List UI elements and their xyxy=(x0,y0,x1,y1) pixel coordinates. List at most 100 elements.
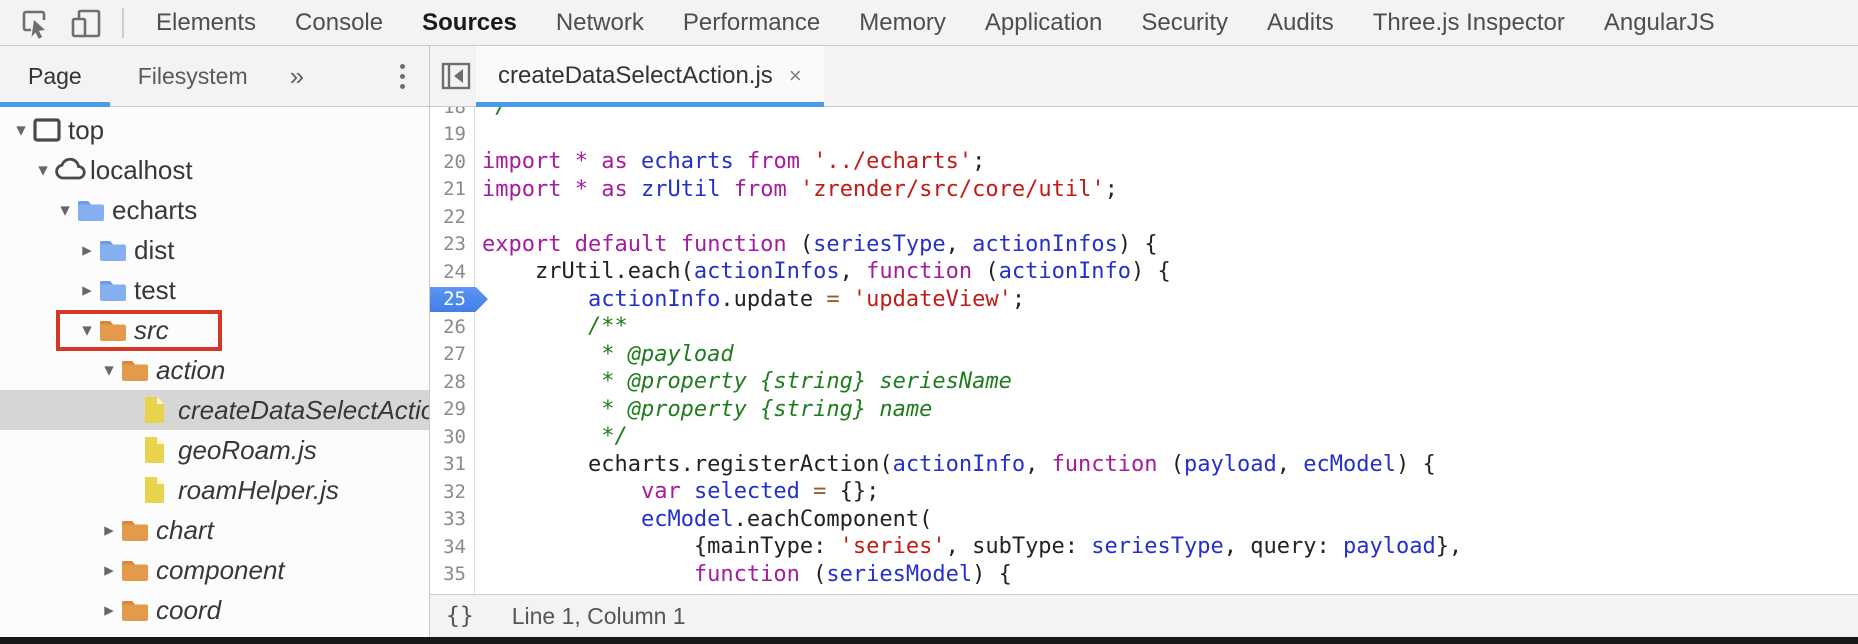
line-number[interactable]: 22 xyxy=(443,205,466,228)
code-line-23: 23 export default function (seriesType, a… xyxy=(430,231,1858,259)
tab-angularjs[interactable]: AngularJS xyxy=(1603,8,1715,36)
tree-item-component[interactable]: ▸component xyxy=(0,550,429,590)
line-number[interactable]: 33 xyxy=(443,508,466,531)
line-number[interactable]: 24 xyxy=(443,260,466,283)
more-options-icon[interactable] xyxy=(400,63,405,89)
code-lines: 18*/ 19 20 import * as echarts from '../ech… xyxy=(430,107,1858,588)
tree-item-createdataselectaction-js[interactable]: createDataSelectAction.js xyxy=(0,390,429,430)
tree-item-label: echarts xyxy=(112,194,198,225)
disclosure-triangle-icon[interactable]: ▸ xyxy=(82,239,92,261)
line-number[interactable]: 29 xyxy=(443,398,466,421)
tree-item-coord[interactable]: ▸ coord xyxy=(0,590,429,630)
tree-item-action[interactable]: ▾action xyxy=(0,350,429,390)
code-text: var selected = {}; xyxy=(640,479,880,504)
disclosure-triangle-icon[interactable]: ▾ xyxy=(82,319,92,341)
sidebar-tabs: Page Filesystem xyxy=(0,46,276,107)
tab-network[interactable]: Network xyxy=(555,8,644,36)
code-text: import * as echarts from '../echarts'; xyxy=(482,149,986,174)
main-toolbar: Elements Console Sources Network Performance… xyxy=(0,0,1858,46)
disclosure-triangle-icon[interactable]: ▸ xyxy=(82,279,92,301)
tab-memory[interactable]: Memory xyxy=(859,8,946,36)
line-number[interactable]: 35 xyxy=(443,563,466,586)
pretty-print-button[interactable]: {} xyxy=(446,603,474,629)
file-tree: ▾top▾localhost▾echarts▸dist▸test▾src▾act… xyxy=(0,107,429,637)
tree-item-chart[interactable]: ▸chart xyxy=(0,510,429,550)
code-line-19: 19 xyxy=(430,121,1858,149)
line-number[interactable]: 28 xyxy=(443,370,466,393)
folder-orange xyxy=(120,357,154,383)
tab-three-js-inspector[interactable]: Three.js Inspector xyxy=(1372,8,1565,36)
tree-item-label: geoRoam.js xyxy=(178,434,317,465)
line-number[interactable]: 31 xyxy=(443,453,466,476)
main-tabs: Elements Console Sources Network Performance… xyxy=(156,0,1715,45)
tree-item-echarts[interactable]: ▾ echarts xyxy=(0,190,429,230)
line-number[interactable]: 19 xyxy=(443,123,466,146)
code-line-35: 35 function (seriesModel) { xyxy=(430,561,1858,589)
hide-navigator-icon[interactable] xyxy=(438,58,474,94)
code-line-25: 25 actionInfo.update = 'updateView'; xyxy=(430,286,1858,314)
line-number[interactable]: 27 xyxy=(443,343,466,366)
folder-orange xyxy=(120,557,154,583)
sidebar-tab-filesystem[interactable]: Filesystem xyxy=(137,62,248,89)
tree-item-test[interactable]: ▸ test xyxy=(0,270,429,310)
line-number[interactable]: 20 xyxy=(443,150,466,173)
breakpoint-marker-icon[interactable] xyxy=(430,286,488,312)
tab-overflow-chevron-icon[interactable]: » xyxy=(289,60,305,91)
code-text: import * as zrUtil from 'zrender/src/cor… xyxy=(482,176,1118,202)
close-tab-icon[interactable]: × xyxy=(788,63,802,88)
disclosure-triangle-icon[interactable]: ▾ xyxy=(60,199,70,221)
toolbar-icons xyxy=(0,6,104,40)
code-text: actionInfo.update = 'updateView'; xyxy=(587,286,1026,312)
code-line-24: 24 zrUtil.each(actionInfos, function (ac… xyxy=(430,258,1858,286)
line-number[interactable]: 23 xyxy=(443,233,466,256)
tab-elements[interactable]: Elements xyxy=(156,8,257,36)
tree-item-label: src xyxy=(134,314,169,345)
tree-item-roamhelper-js[interactable]: roamHelper.js xyxy=(0,470,429,510)
line-number[interactable]: 32 xyxy=(443,480,466,503)
line-number[interactable]: 26 xyxy=(443,315,466,338)
tab-security[interactable]: Security xyxy=(1141,8,1229,36)
frame-icon xyxy=(32,117,66,143)
code-line-22: 22 xyxy=(430,203,1858,231)
code-text: zrUtil.each(actionInfos, function (actio… xyxy=(482,259,1171,284)
disclosure-triangle-icon[interactable]: ▾ xyxy=(104,359,114,381)
tab-performance[interactable]: Performance xyxy=(682,8,821,36)
tab-audits[interactable]: Audits xyxy=(1267,8,1334,36)
disclosure-triangle-icon[interactable]: ▸ xyxy=(104,559,114,581)
sidebar-tab-page[interactable]: Page xyxy=(0,46,110,107)
line-number[interactable]: 18 xyxy=(430,107,475,118)
inspect-element-icon[interactable] xyxy=(18,6,52,40)
code-line-18: 18*/ xyxy=(430,107,1858,121)
folder-blue xyxy=(76,197,110,223)
page-background-strip xyxy=(0,637,1858,644)
tree-item-label: test xyxy=(134,274,176,305)
editor-panel: createDataSelectAction.js × 18*/ 19 20 impo… xyxy=(430,46,1858,637)
code-line-21: 21 import * as zrUtil from 'zrender/src/c… xyxy=(430,176,1858,204)
tree-item-src[interactable]: ▾ src xyxy=(0,310,429,350)
device-toolbar-icon[interactable] xyxy=(70,6,104,40)
tree-item-georoam-js[interactable]: geoRoam.js xyxy=(0,430,429,470)
code-line-33: 33 ecModel.eachComponent( xyxy=(430,506,1858,534)
code-text: export default function (seriesType, act… xyxy=(482,231,1158,257)
folder-orange xyxy=(120,517,154,543)
tree-item-label: coord xyxy=(156,594,222,625)
disclosure-triangle-icon[interactable]: ▸ xyxy=(104,519,114,541)
line-number[interactable]: 30 xyxy=(443,425,466,448)
tab-console[interactable]: Console xyxy=(295,8,384,36)
line-number[interactable]: 25 xyxy=(443,288,466,311)
tree-item-label: top xyxy=(68,114,105,145)
editor-tab-createdataselectaction[interactable]: createDataSelectAction.js × xyxy=(476,46,824,107)
disclosure-triangle-icon[interactable]: ▾ xyxy=(16,119,26,141)
tab-sources[interactable]: Sources xyxy=(422,8,517,36)
tree-item-top[interactable]: ▾ top xyxy=(0,110,429,150)
disclosure-triangle-icon[interactable]: ▾ xyxy=(38,159,48,181)
tree-item-localhost[interactable]: ▾localhost xyxy=(0,150,429,190)
disclosure-triangle-icon[interactable]: ▸ xyxy=(104,599,114,621)
tab-application[interactable]: Application xyxy=(984,8,1103,36)
editor-tabbar: createDataSelectAction.js × xyxy=(430,46,1858,107)
tree-item-dist[interactable]: ▸dist xyxy=(0,230,429,270)
cloud-icon xyxy=(54,157,88,183)
line-number[interactable]: 34 xyxy=(443,535,466,558)
code-editor[interactable]: 18*/ 19 20 import * as echarts from '../ech… xyxy=(430,107,1858,594)
line-number[interactable]: 21 xyxy=(443,178,466,201)
